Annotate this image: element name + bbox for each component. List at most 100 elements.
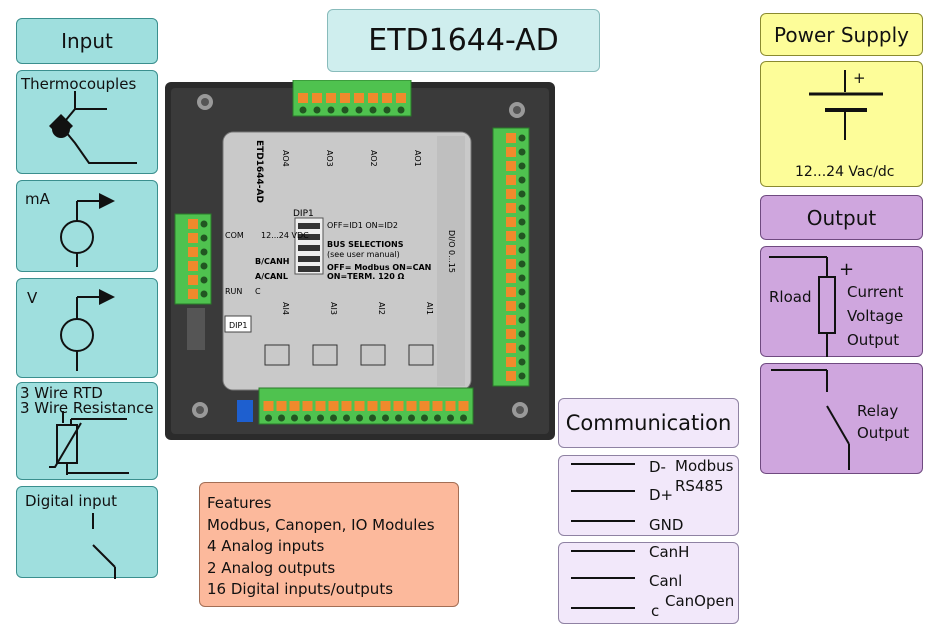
c-text: C [255, 287, 261, 296]
dip-term-text: ON=TERM. 120 Ω [327, 272, 405, 281]
terminal-screw [518, 204, 526, 212]
terminal-screw [304, 414, 311, 422]
thermocouple-panel: Thermocouples [16, 70, 158, 174]
terminal-latch [263, 401, 274, 411]
features-box: Features Modbus, Canopen, IO Modules 4 A… [199, 482, 459, 607]
terminal-screw [408, 414, 415, 422]
terminal-screw [518, 246, 526, 254]
terminal-screw [200, 248, 208, 256]
terminal-screw [299, 106, 307, 114]
terminal-screw [341, 106, 349, 114]
terminal-screw [200, 262, 208, 270]
dio-text: DI/O 0...15 [447, 230, 456, 273]
relay-output-panel: Relay Output [760, 363, 923, 474]
terminal-screw [383, 106, 391, 114]
terminal-latch [393, 401, 404, 411]
acanl-text: A/CANL [255, 272, 288, 281]
terminal-screw [355, 106, 363, 114]
power-supply-header: Power Supply [760, 13, 923, 56]
canh-label: CanH [649, 543, 690, 561]
terminal-screw [327, 106, 335, 114]
canopen-panel: CanH Canl c CanOpen [558, 542, 739, 624]
rtd-label-1: 3 Wire RTD [20, 384, 103, 402]
c-label: c [651, 602, 660, 620]
terminal-screw [200, 234, 208, 242]
input-header-label: Input [61, 29, 113, 53]
terminal-screw [518, 260, 526, 268]
terminal-screw [518, 330, 526, 338]
ao3-text: AO3 [325, 150, 334, 167]
vdc-text: 12...24 VDC [261, 231, 309, 240]
terminal-screw [518, 218, 526, 226]
input-header: Input [16, 18, 158, 64]
battery-icon [809, 70, 883, 140]
rtd-label-2: 3 Wire Resistance [20, 399, 154, 417]
terminal-latch [506, 189, 516, 199]
feature-item: 2 Analog outputs [207, 558, 336, 577]
ai3-text: AI3 [329, 302, 338, 315]
terminal-latch [354, 93, 364, 103]
power-supply-header-label: Power Supply [774, 22, 909, 47]
terminal-screw [317, 414, 324, 422]
ma-label: mA [25, 190, 50, 208]
terminal-latch [326, 93, 336, 103]
terminal-latch [302, 401, 313, 411]
terminal-screw [369, 106, 377, 114]
digital-input-panel: Digital input [16, 486, 158, 579]
terminal-latch [188, 219, 198, 229]
power-plus-label: + [853, 69, 866, 87]
digital-input-label: Digital input [25, 492, 117, 510]
terminal-screw [518, 344, 526, 352]
bottom-terminal-block [258, 387, 474, 425]
terminal-latch [312, 93, 322, 103]
canopen-label: CanOpen [665, 592, 735, 610]
dip-small-text: DIP1 [229, 321, 247, 330]
title-box: ETD1644-AD [327, 9, 600, 72]
voltage-source-icon [60, 289, 115, 371]
dip-label: DIP1 [293, 209, 314, 219]
rload-label: Rload [769, 288, 812, 306]
terminal-latch [506, 231, 516, 241]
terminal-screw [343, 414, 350, 422]
feature-item: Modbus, Canopen, IO Modules [207, 515, 435, 534]
terminal-latch [506, 315, 516, 325]
terminal-latch [340, 93, 350, 103]
output-word-label: Output [847, 331, 900, 349]
power-rating-label: 12...24 Vac/dc [795, 164, 895, 180]
d-plus-label: D+ [649, 486, 674, 504]
terminal-latch [506, 259, 516, 269]
terminal-screw [382, 414, 389, 422]
terminal-screw [518, 176, 526, 184]
terminal-screw [518, 134, 526, 142]
terminal-latch [506, 133, 516, 143]
terminal-latch [289, 401, 300, 411]
terminal-latch [506, 203, 516, 213]
ao4-text: AO4 [281, 150, 290, 167]
right-terminal-block [492, 127, 530, 387]
terminal-latch [367, 401, 378, 411]
terminal-latch [328, 401, 339, 411]
bcanh-text: B/CANH [255, 257, 289, 266]
run-text: RUN [225, 287, 242, 296]
bus-selections-text: BUS SELECTIONS [327, 240, 404, 249]
feature-item: 4 Analog inputs [207, 537, 325, 555]
terminal-screw [291, 414, 298, 422]
rtd-resistor-icon [49, 411, 129, 475]
terminal-screw [518, 232, 526, 240]
output-header: Output [760, 195, 923, 240]
terminal-latch [406, 401, 417, 411]
terminal-latch [276, 401, 287, 411]
analog-output-panel: Rload + Current Voltage Output [760, 246, 923, 357]
thermocouples-label: Thermocouples [21, 75, 137, 93]
rtd-panel: 3 Wire RTD 3 Wire Resistance [16, 382, 158, 480]
terminal-screw [313, 106, 321, 114]
terminal-latch [506, 371, 516, 381]
canl-label: Canl [649, 572, 683, 590]
relay-output-label: Output [857, 424, 910, 442]
terminal-latch [188, 261, 198, 271]
terminal-latch [368, 93, 378, 103]
terminal-screw [518, 358, 526, 366]
see-manual-text: (see user manual) [327, 250, 400, 259]
terminal-screw [518, 316, 526, 324]
terminal-latch [432, 401, 443, 411]
